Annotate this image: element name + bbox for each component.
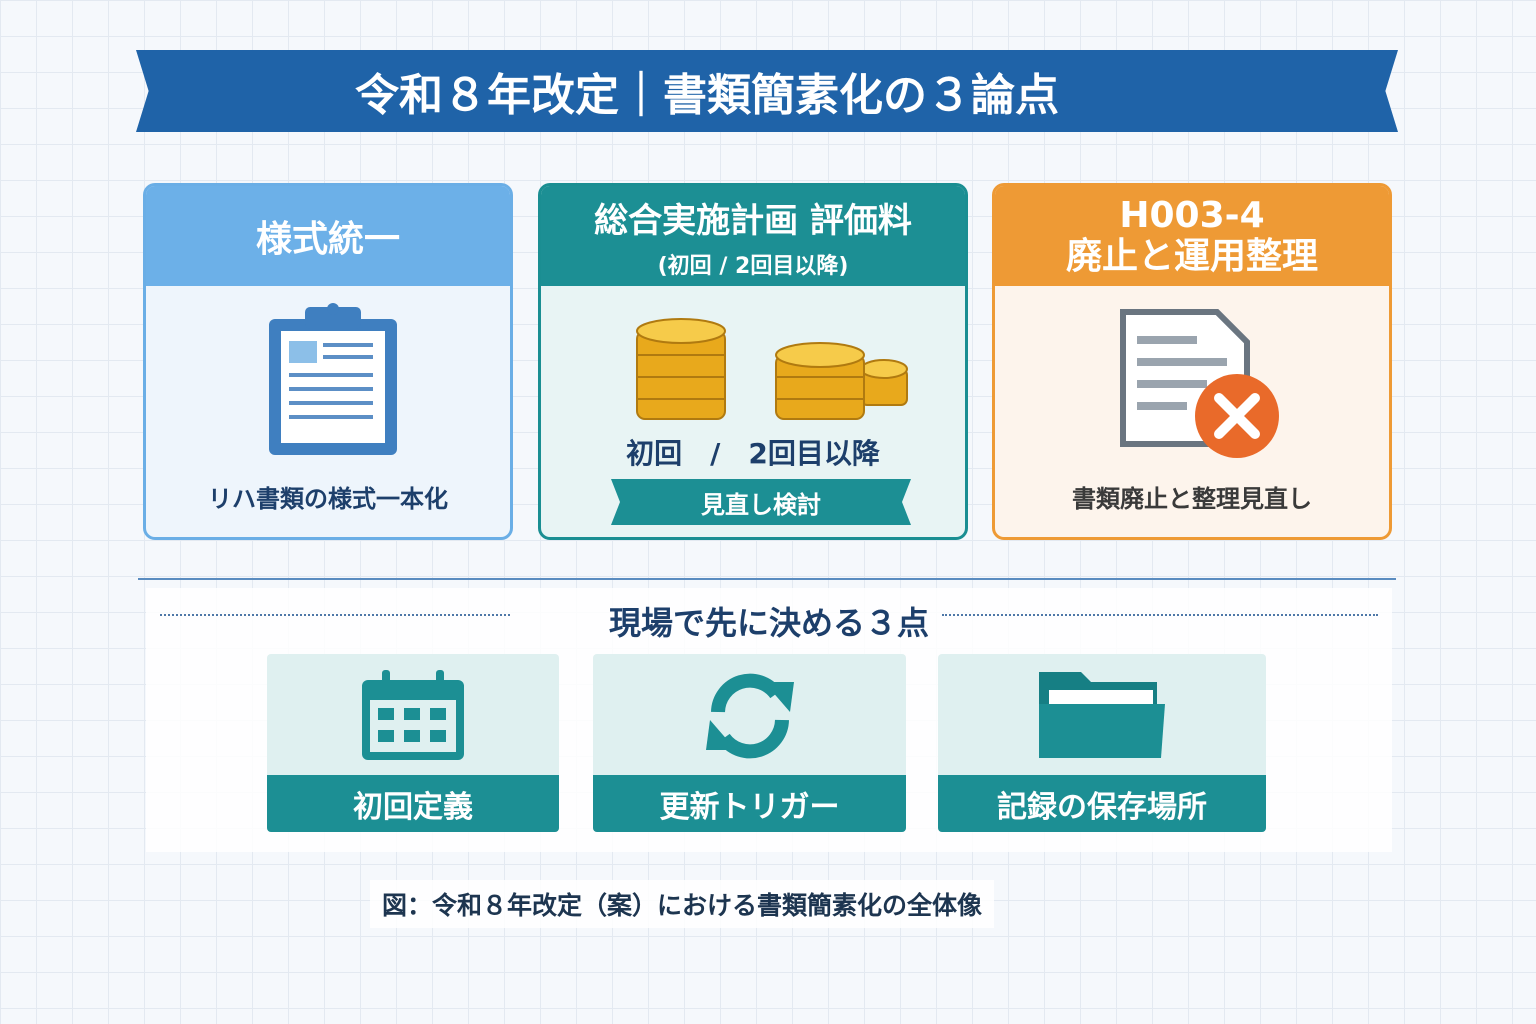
card-h003-4: H003-4 廃止と運用整理 書類廃止と整理見直し	[992, 183, 1392, 540]
card-title: 様式統一	[255, 219, 400, 260]
calendar-icon	[362, 670, 464, 760]
coin-label: 初回 / 2回目以降	[626, 437, 880, 470]
card-evaluation-fee: 総合実施計画 評価料 (初回 / 2回目以降) 初回 / 2回目以降 見直し検討	[538, 183, 968, 540]
item-label: 初回定義	[267, 775, 559, 832]
card-caption: 書類廃止と整理見直し	[1072, 485, 1312, 513]
item-storage-location: 記録の保存場所	[938, 654, 1266, 832]
figure-caption: 図：令和８年改定（案）における書類簡素化の全体像	[370, 880, 995, 928]
section-title: 現場で先に決める３点	[608, 604, 929, 642]
card-subtitle: 廃止と運用整理	[1065, 236, 1318, 277]
divider	[138, 578, 1396, 580]
review-ribbon: 見直し検討	[611, 479, 911, 525]
card-title: H003-4	[1119, 194, 1265, 236]
card-caption: リハ書類の様式一本化	[208, 485, 448, 513]
item-label: 記録の保存場所	[938, 775, 1266, 832]
card-format-unification: 様式統一 リハ書類の様式一本化	[143, 183, 513, 540]
dotted-line	[942, 614, 1378, 616]
dotted-line	[160, 614, 510, 616]
item-label: 更新トリガー	[593, 775, 906, 832]
title-banner: 令和８年改定｜書類簡素化の３論点	[136, 50, 1398, 132]
page-title: 令和８年改定｜書類簡素化の３論点	[355, 70, 1059, 121]
refresh-icon	[705, 673, 794, 759]
card-title: 総合実施計画 評価料	[594, 200, 912, 241]
card-header: H003-4 廃止と運用整理	[995, 186, 1389, 286]
clipboard-icon	[269, 303, 397, 455]
coins-icon	[636, 318, 908, 420]
document-cancel-icon	[1120, 309, 1279, 458]
item-update-trigger: 更新トリガー	[593, 654, 906, 832]
card-header: 様式統一	[146, 186, 510, 286]
folder-icon	[1039, 672, 1165, 758]
card-subtitle: (初回 / 2回目以降)	[657, 253, 849, 279]
decisions-panel: 現場で先に決める３点 初回定義 更新トリガー 記録の保存場所	[146, 588, 1392, 852]
ribbon-label: 見直し検討	[701, 490, 821, 519]
item-first-definition: 初回定義	[267, 654, 559, 832]
card-header: 総合実施計画 評価料 (初回 / 2回目以降)	[541, 186, 965, 286]
